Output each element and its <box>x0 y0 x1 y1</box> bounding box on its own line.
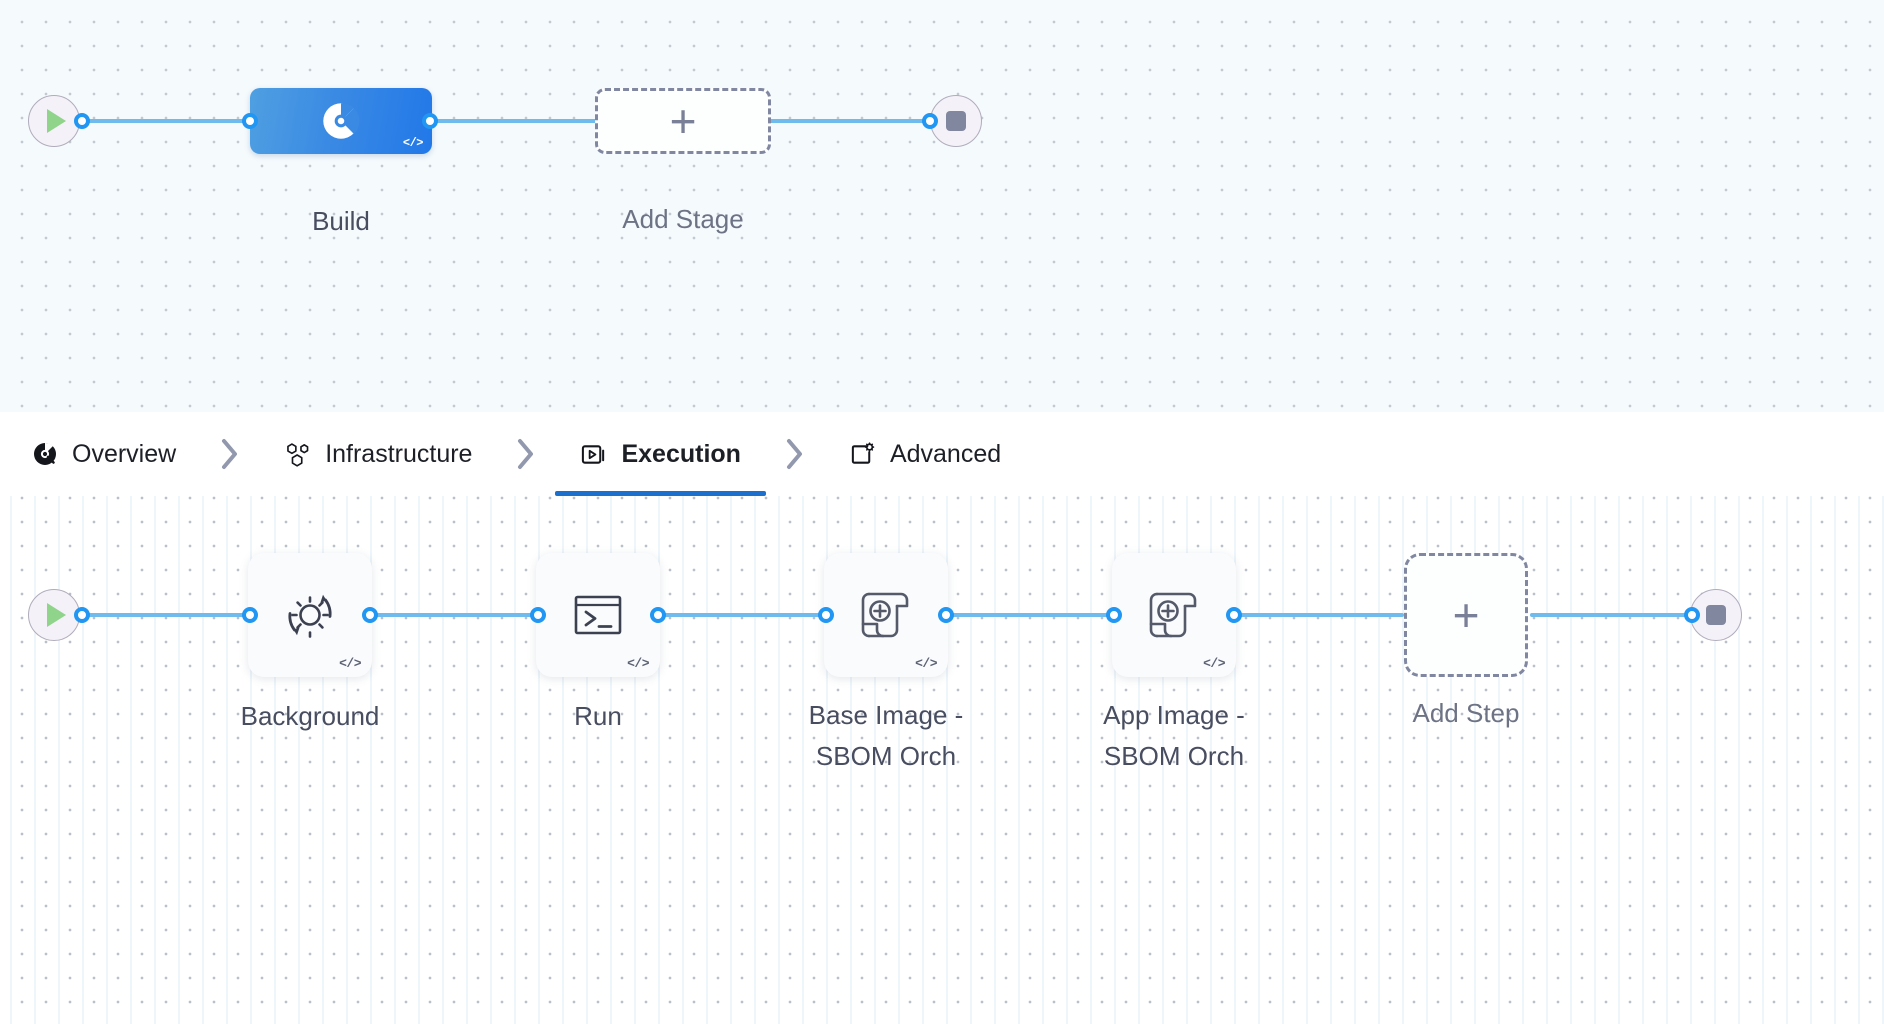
port-base-image-in[interactable] <box>818 607 834 623</box>
tab-infrastructure[interactable]: Infrastructure <box>278 412 478 496</box>
tab-advanced[interactable]: Advanced <box>843 412 1007 496</box>
edge-build-to-addstage <box>430 119 600 123</box>
port-run-in[interactable] <box>530 607 546 623</box>
plus-icon: + <box>1452 589 1480 641</box>
port-start-out[interactable] <box>74 113 90 129</box>
stage-end-node[interactable] <box>930 95 982 147</box>
tab-separator-1 <box>182 412 278 496</box>
stage-config-tabs: Overview Infrastructure <box>0 412 1884 496</box>
edge-background-to-run <box>370 613 550 617</box>
edge-addstep-to-end <box>1530 613 1702 617</box>
port-step-end-in[interactable] <box>1684 607 1700 623</box>
plus-icon: + <box>669 95 697 147</box>
sbom-scroll-plus-icon <box>1149 592 1197 638</box>
code-badge: </> <box>627 656 649 671</box>
step-node-run[interactable]: </> <box>536 553 660 677</box>
port-run-out[interactable] <box>650 607 666 623</box>
tab-separator-3 <box>747 412 843 496</box>
play-icon <box>47 109 66 133</box>
code-badge: </> <box>915 656 937 671</box>
edge-start-to-build <box>84 119 250 123</box>
active-tab-indicator <box>555 491 766 496</box>
harness-ci-icon <box>323 103 360 139</box>
execution-steps-canvas[interactable]: </> Background </> Run <box>0 496 1884 1024</box>
step-node-app-image-sbom-orch[interactable]: </> <box>1112 553 1236 677</box>
code-badge: </> <box>402 136 424 150</box>
step-label-run: Run <box>574 701 622 731</box>
sbom-scroll-plus-icon <box>861 592 909 638</box>
add-stage-label: Add Stage <box>622 204 744 234</box>
chevron-right-icon <box>222 439 238 469</box>
advanced-gear-box-icon <box>849 441 876 468</box>
hexagon-cluster-icon <box>284 441 311 468</box>
overview-pie-icon <box>32 441 58 467</box>
stage-graph-canvas[interactable]: </> Build + Add Stage <box>0 0 1884 412</box>
chevron-right-icon <box>786 439 802 469</box>
stage-label-build: Build <box>312 206 370 236</box>
tab-execution[interactable]: Execution <box>555 412 766 496</box>
play-icon <box>47 603 66 627</box>
port-end-in[interactable] <box>922 113 938 129</box>
execution-play-box-icon <box>580 441 607 468</box>
step-label-app-image-sbom-orch: App Image - SBOM Orch <box>1054 695 1294 777</box>
edge-baseimage-to-appimage <box>946 613 1126 617</box>
step-label-line-1: Base Image - <box>808 700 964 730</box>
step-end-node[interactable] <box>1690 589 1742 641</box>
step-label-line-2: SBOM Orch <box>815 741 957 771</box>
port-background-out[interactable] <box>362 607 378 623</box>
stage-start-node[interactable] <box>28 95 80 147</box>
port-build-out[interactable] <box>422 113 438 129</box>
step-start-node[interactable] <box>28 589 80 641</box>
step-label-line-1: App Image - <box>1103 700 1245 730</box>
code-badge: </> <box>339 656 361 671</box>
edge-start-to-background <box>84 613 250 617</box>
step-label-line-2: SBOM Orch <box>1103 741 1245 771</box>
tab-label-advanced: Advanced <box>889 439 1002 468</box>
port-app-image-in[interactable] <box>1106 607 1122 623</box>
tab-separator-2 <box>478 412 574 496</box>
stage-node-build[interactable]: </> <box>250 88 432 154</box>
tab-overview[interactable]: Overview <box>26 412 182 496</box>
tab-label-execution: Execution <box>621 439 741 468</box>
add-stage-button[interactable]: + <box>595 88 771 154</box>
stop-icon <box>946 111 966 131</box>
port-step-start-out[interactable] <box>74 607 90 623</box>
port-base-image-out[interactable] <box>938 607 954 623</box>
port-background-in[interactable] <box>242 607 258 623</box>
step-label-background: Background <box>240 701 380 731</box>
step-node-background[interactable]: </> <box>248 553 372 677</box>
tab-label-infrastructure: Infrastructure <box>325 439 473 468</box>
add-step-button[interactable]: + <box>1404 553 1528 677</box>
step-label-base-image-sbom-orch: Base Image - SBOM Orch <box>766 695 1006 777</box>
terminal-icon <box>574 595 622 635</box>
add-step-label: Add Step <box>1412 698 1520 728</box>
step-node-base-image-sbom-orch[interactable]: </> <box>824 553 948 677</box>
stop-icon <box>1706 605 1726 625</box>
edge-addstage-to-end <box>768 119 945 123</box>
port-build-in[interactable] <box>242 113 258 129</box>
port-app-image-out[interactable] <box>1226 607 1242 623</box>
edge-run-to-baseimage <box>658 613 838 617</box>
tab-label-overview: Overview <box>72 439 177 468</box>
chevron-right-icon <box>518 439 534 469</box>
edge-appimage-to-addstep <box>1234 613 1404 617</box>
code-badge: </> <box>1203 656 1225 671</box>
gear-refresh-icon <box>288 594 332 638</box>
